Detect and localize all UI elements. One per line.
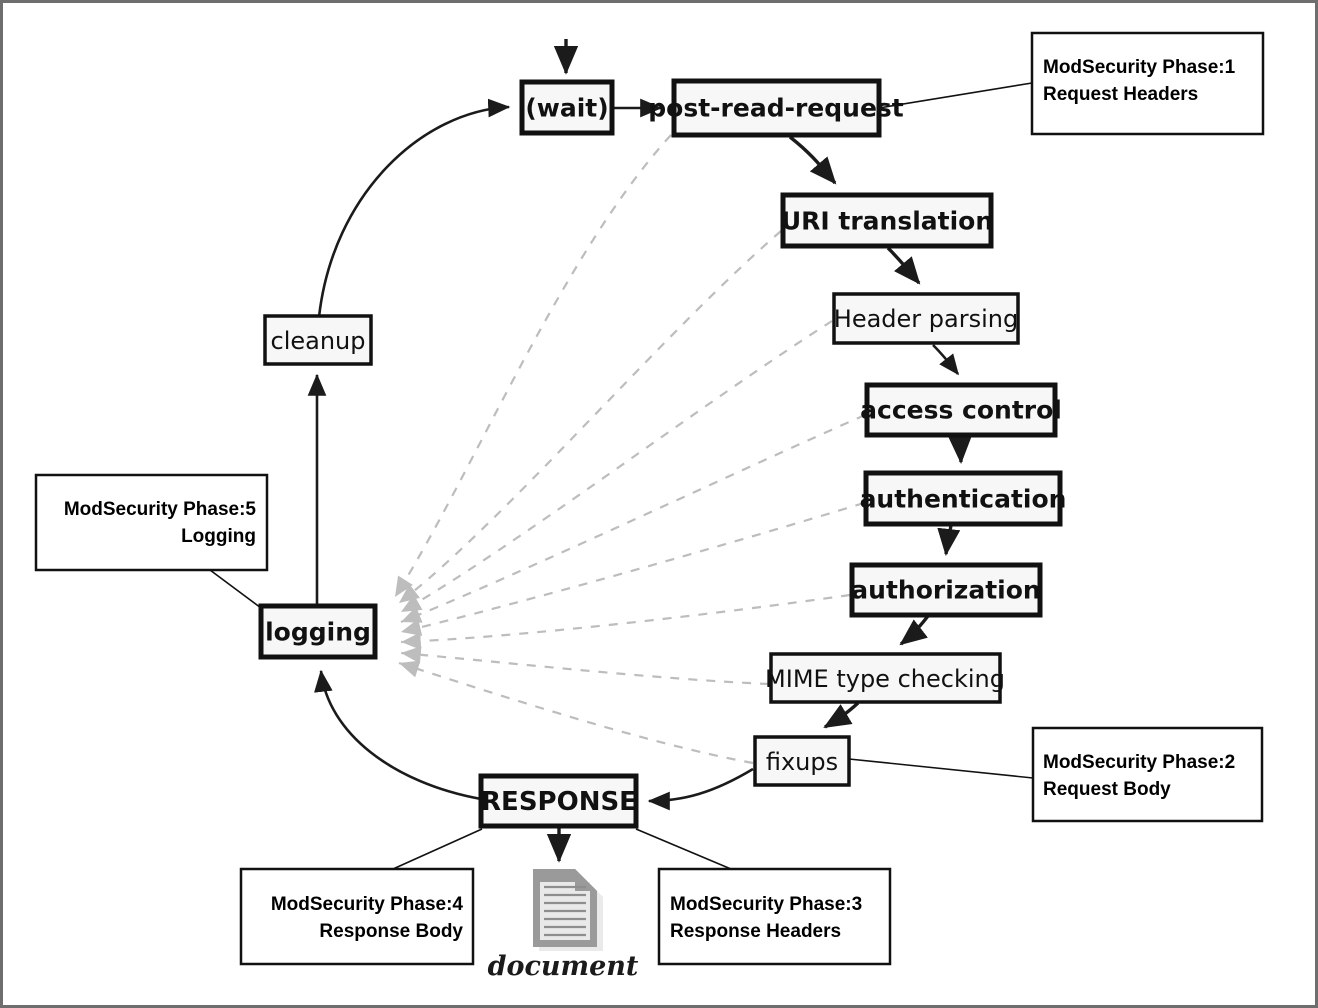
node-access-control-box[interactable]	[864, 382, 1058, 438]
flow-fixups-to-response	[647, 767, 754, 811]
document-icon-lines	[544, 885, 586, 937]
node-header-parsing-box[interactable]	[832, 292, 1020, 345]
flow-response-to-logging	[314, 669, 482, 801]
node-post-read-request[interactable]: post-read-request	[648, 78, 904, 138]
node-authentication-label: authentication	[860, 485, 1067, 514]
flow-authentication-to-authorization	[937, 524, 961, 557]
leader-phase1	[878, 82, 1033, 109]
node-cleanup-box[interactable]	[263, 314, 373, 366]
flow-uri-translation-to-header-parsing	[886, 246, 921, 285]
annotation-phase1-line2: Request Headers	[1043, 84, 1198, 105]
dashed-edge-authorization	[400, 593, 851, 650]
dashed-edge-mime-type-checking	[400, 645, 770, 686]
dashed-edge-access-control	[400, 413, 866, 624]
node-logging-box[interactable]	[258, 603, 378, 660]
annotation-phase1-line1: ModSecurity Phase:1	[1043, 57, 1236, 78]
leader-phase3	[635, 828, 732, 870]
node-logging[interactable]: logging	[258, 603, 378, 660]
node-fixups[interactable]: fixups	[753, 735, 851, 787]
node-access-control[interactable]: access control	[860, 382, 1062, 438]
node-mime-type-checking-label: MIME type checking	[765, 665, 1005, 693]
node-response[interactable]: RESPONSE	[478, 773, 639, 829]
annotations: ModSecurity Phase:1 Request Headers ModS…	[34, 31, 1265, 966]
document-icon-fold	[575, 869, 597, 891]
node-mime-type-checking[interactable]: MIME type checking	[765, 652, 1005, 704]
flow-access-control-to-authentication	[948, 435, 972, 465]
flow-cleanup-to-wait	[317, 98, 511, 318]
node-wait[interactable]: (wait)	[519, 79, 615, 136]
node-mime-type-checking-box[interactable]	[769, 652, 1002, 704]
node-access-control-label: access control	[860, 396, 1062, 425]
annotation-phase4-line1: ModSecurity Phase:4	[271, 894, 464, 915]
node-wait-label: (wait)	[525, 94, 608, 123]
node-header-parsing[interactable]: Header parsing	[832, 292, 1020, 345]
flow-authorization-to-mime-type-checking	[899, 614, 930, 646]
annotation-phase2-line1: ModSecurity Phase:2	[1043, 752, 1235, 773]
annotation-phase1-box	[1030, 31, 1265, 136]
dashed-edge-authentication	[400, 501, 865, 636]
diagram-canvas: (wait) post-read-request URI translation…	[34, 31, 1265, 982]
node-authorization-label: authorization	[851, 576, 1040, 605]
node-uri-translation[interactable]: URI translation	[780, 192, 994, 249]
annotation-phase3-line1: ModSecurity Phase:3	[670, 894, 862, 915]
node-logging-label: logging	[265, 618, 371, 647]
dashed-edge-post-read-request	[394, 134, 672, 598]
node-fixups-label: fixups	[766, 748, 838, 776]
annotation-phase5-box	[34, 473, 269, 572]
annotation-leader-lines	[209, 82, 1034, 870]
annotation-phase4: ModSecurity Phase:4 Response Body	[239, 867, 475, 966]
node-cleanup-label: cleanup	[271, 327, 366, 355]
node-header-parsing-label: Header parsing	[834, 305, 1018, 333]
node-authentication-box[interactable]	[863, 470, 1063, 527]
flow-header-parsing-to-access-control	[932, 344, 960, 376]
node-wait-box[interactable]	[519, 79, 615, 136]
node-fixups-box[interactable]	[753, 735, 851, 787]
dashed-edge-fixups	[398, 660, 754, 765]
annotation-phase4-line2: Response Body	[319, 921, 463, 942]
node-authentication[interactable]: authentication	[860, 470, 1067, 527]
annotation-phase3-box	[657, 867, 892, 966]
leader-phase2	[848, 758, 1034, 779]
annotation-phase2-box	[1031, 726, 1264, 823]
annotation-phase5: ModSecurity Phase:5 Logging	[34, 473, 269, 572]
leader-phase4	[392, 828, 483, 870]
annotation-phase5-line1: ModSecurity Phase:5	[64, 499, 257, 520]
annotation-phase1: ModSecurity Phase:1 Request Headers	[1030, 31, 1265, 136]
document-icon-label: document	[488, 951, 639, 982]
node-uri-translation-box[interactable]	[780, 192, 994, 249]
flow-post-read-request-to-uri-translation	[788, 135, 837, 185]
flow-mime-type-checking-to-fixups	[823, 701, 860, 729]
node-response-label: RESPONSE	[481, 787, 637, 817]
document-icon-group: document	[488, 869, 639, 982]
dashed-edge-uri-translation	[398, 230, 782, 604]
annotation-phase3: ModSecurity Phase:3 Response Headers	[657, 867, 892, 966]
annotation-phase2: ModSecurity Phase:2 Request Body	[1031, 726, 1264, 823]
node-post-read-request-box[interactable]	[671, 78, 882, 138]
node-authorization-box[interactable]	[849, 562, 1043, 618]
annotation-phase5-line2: Logging	[181, 526, 256, 547]
annotation-phase3-line2: Response Headers	[670, 921, 841, 942]
flow-edges	[307, 39, 972, 863]
logging-dashed-edges	[394, 134, 866, 765]
node-cleanup[interactable]: cleanup	[263, 314, 373, 366]
process-nodes: (wait) post-read-request URI translation…	[258, 78, 1067, 829]
annotation-phase4-box	[239, 867, 475, 966]
dashed-edge-header-parsing	[400, 320, 833, 613]
node-post-read-request-label: post-read-request	[648, 94, 904, 123]
annotation-phase2-line2: Request Body	[1043, 779, 1171, 800]
node-response-box[interactable]	[478, 773, 639, 829]
node-authorization[interactable]: authorization	[849, 562, 1043, 618]
node-uri-translation-label: URI translation	[781, 207, 993, 236]
leader-phase5	[209, 569, 262, 609]
